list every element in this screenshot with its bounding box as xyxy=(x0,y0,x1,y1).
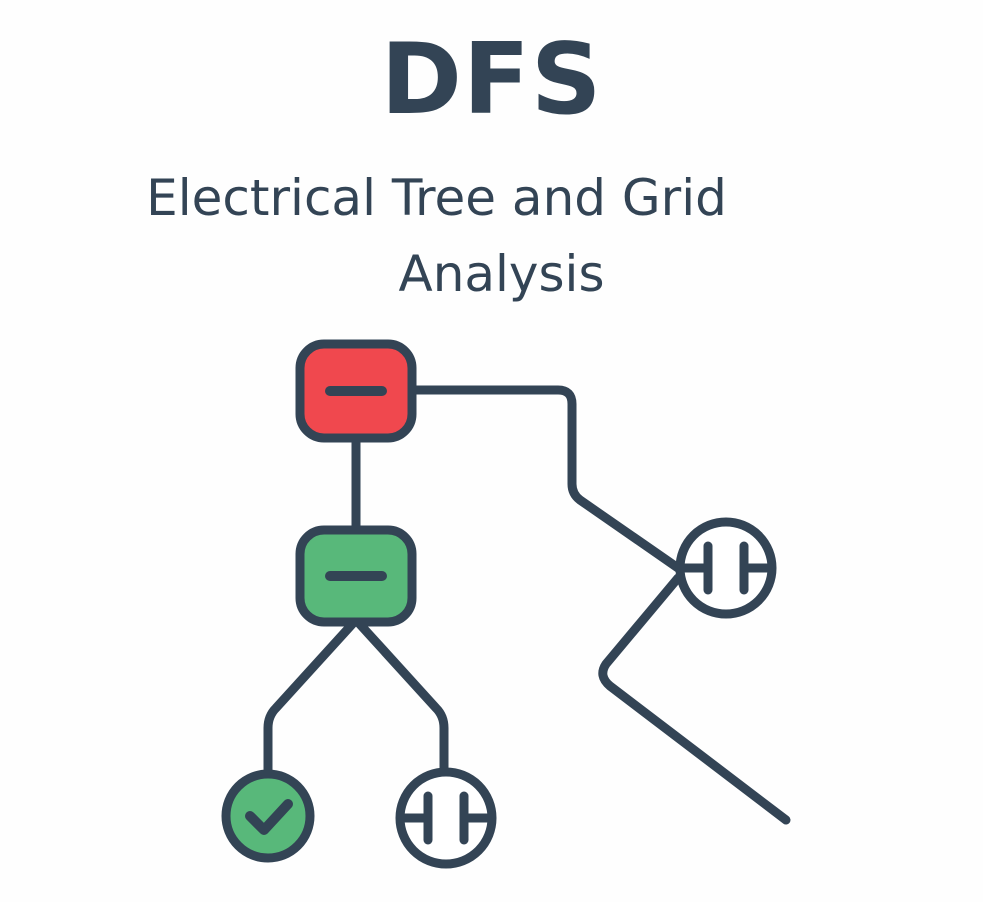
edge-root-to-right-junction xyxy=(407,385,683,573)
capacitor-icon xyxy=(677,541,775,595)
capacitor-icon xyxy=(397,791,495,845)
subtitle-line-2: Analysis xyxy=(398,245,605,303)
page-title: DFS xyxy=(380,23,603,137)
edge-right-junction-to-end xyxy=(598,573,791,825)
edge-child-to-leaf-cap xyxy=(351,615,449,781)
edge-child-to-leaf-ok xyxy=(263,615,361,781)
checkmark-icon xyxy=(245,799,293,835)
node-leaf-ok xyxy=(221,769,315,863)
node-leaf-cap xyxy=(395,767,497,869)
node-root xyxy=(295,339,417,443)
node-child xyxy=(295,525,417,627)
node-right-junction xyxy=(675,517,777,619)
page-subtitle: Electrical Tree and Grid Analysis xyxy=(0,160,983,312)
subtitle-line-1: Electrical Tree and Grid xyxy=(146,169,727,227)
